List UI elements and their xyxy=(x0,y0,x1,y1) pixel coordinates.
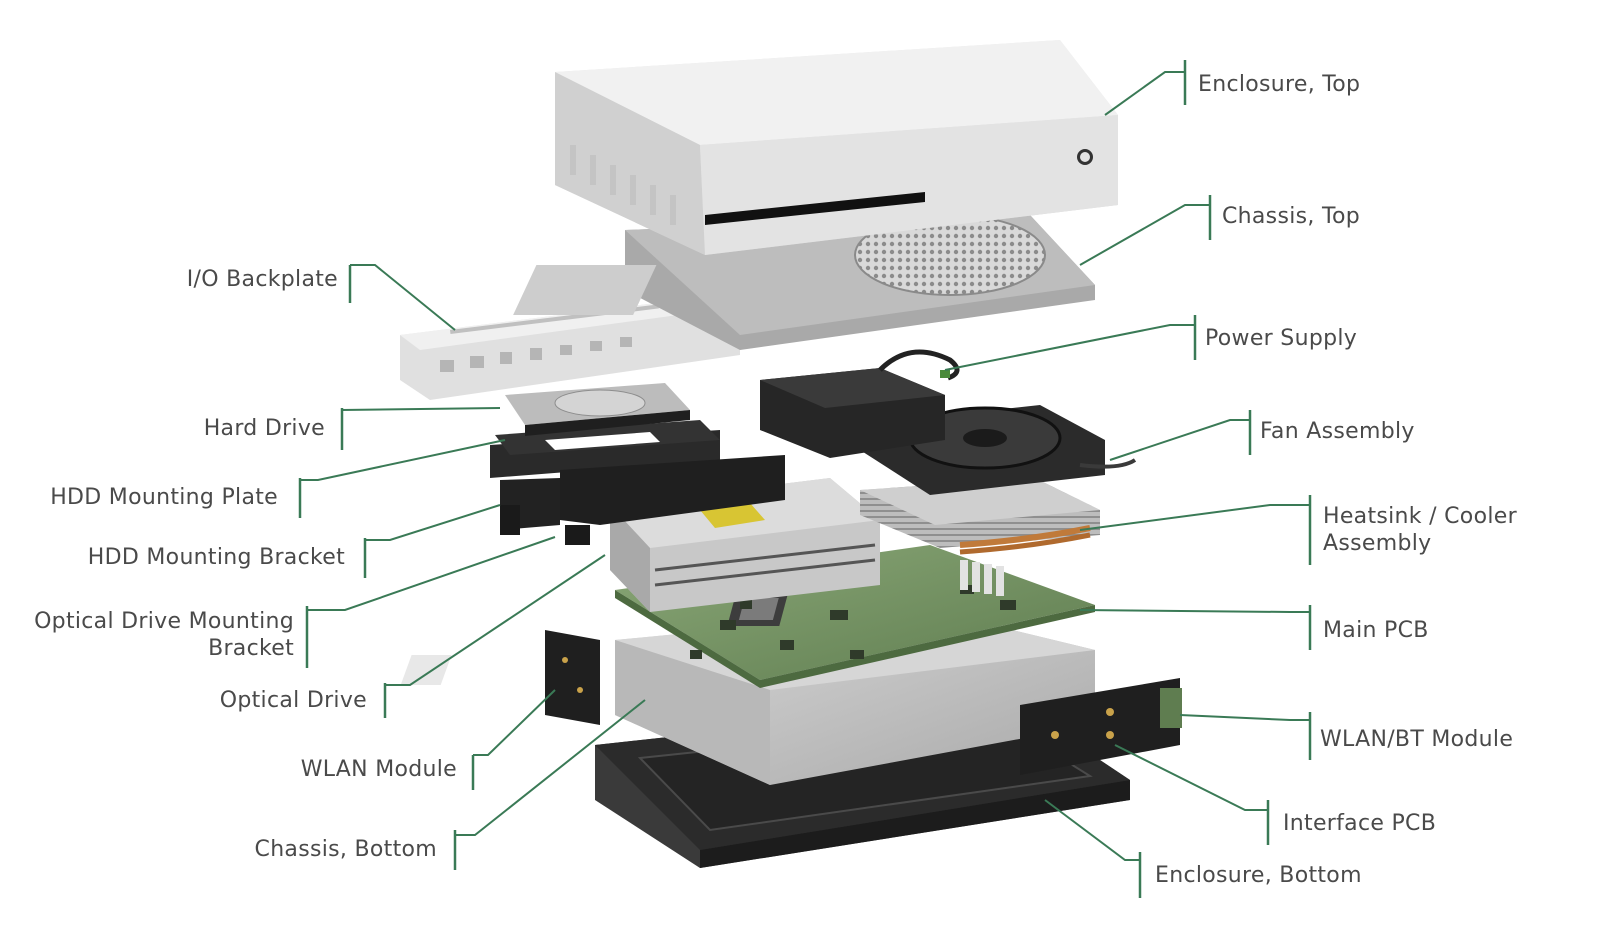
label-enclosure-top: Enclosure, Top xyxy=(1198,72,1361,97)
power-supply-part xyxy=(760,349,960,458)
label-heatsink-line1: Heatsink / Cooler xyxy=(1323,504,1517,529)
label-io-backplate: I/O Backplate xyxy=(186,267,338,292)
label-chassis-bottom: Chassis, Bottom xyxy=(254,837,437,862)
label-wlan-module: WLAN Module xyxy=(300,757,457,782)
label-odd-bracket-line2: Bracket xyxy=(208,636,294,661)
label-main-pcb: Main PCB xyxy=(1323,618,1429,643)
label-hdd-mounting-bracket: HDD Mounting Bracket xyxy=(87,545,345,570)
interface-pcb-part xyxy=(1020,678,1182,775)
label-interface-pcb: Interface PCB xyxy=(1283,811,1437,836)
label-odd-bracket-line1: Optical Drive Mounting xyxy=(34,609,294,634)
label-enclosure-bottom: Enclosure, Bottom xyxy=(1155,863,1362,888)
label-optical-drive: Optical Drive xyxy=(219,688,367,713)
label-heatsink-line2: Assembly xyxy=(1323,531,1432,556)
label-hdd-mounting-plate: HDD Mounting Plate xyxy=(50,485,278,510)
leader-lines xyxy=(298,60,1312,898)
label-wlan-bt-module: WLAN/BT Module xyxy=(1320,727,1514,752)
wlan-module-part xyxy=(545,630,600,725)
hdd-mounting-plate-part xyxy=(495,420,720,455)
label-chassis-top: Chassis, Top xyxy=(1222,204,1360,229)
enclosure-top-part xyxy=(555,40,1118,255)
label-fan-assembly: Fan Assembly xyxy=(1260,419,1415,444)
label-hard-drive: Hard Drive xyxy=(203,416,325,441)
label-power-supply: Power Supply xyxy=(1205,326,1358,351)
heatsink-part xyxy=(860,478,1100,555)
hard-drive-part xyxy=(505,383,690,436)
